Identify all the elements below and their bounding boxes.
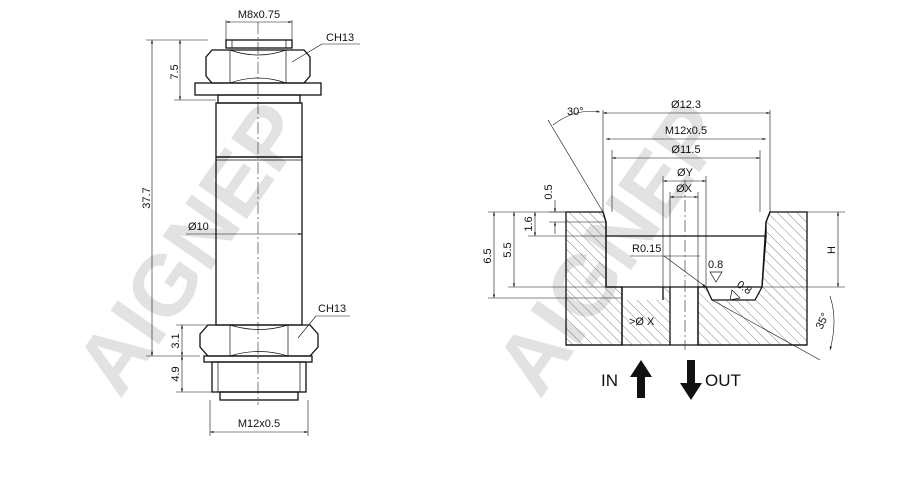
flow-out-label: OUT bbox=[705, 371, 741, 390]
dim-total-length: 37.7 bbox=[141, 187, 153, 208]
dim-thread-height: 4.9 bbox=[170, 366, 182, 381]
dim-hex-height: 3.1 bbox=[170, 333, 182, 348]
arrow-up-icon bbox=[630, 360, 652, 398]
label-hex-top: CH13 bbox=[326, 32, 354, 44]
bottom-thread bbox=[211, 361, 307, 393]
arrow-down-icon bbox=[680, 360, 702, 400]
dim-6-5: 6.5 bbox=[482, 248, 494, 263]
dim-y: ØY bbox=[677, 167, 694, 179]
min-x-label: >Ø X bbox=[629, 316, 655, 328]
dim-5-5: 5.5 bbox=[502, 242, 514, 257]
dim-shaft-diameter: Ø10 bbox=[188, 221, 209, 233]
roughness-symbol-1 bbox=[709, 271, 723, 283]
flow-in-label: IN bbox=[601, 371, 618, 390]
roughness-symbol-2 bbox=[729, 289, 741, 301]
dim-inner-diameter: Ø11.5 bbox=[671, 144, 700, 156]
dim-x: ØX bbox=[676, 183, 693, 195]
roughness-1: 0.8 bbox=[708, 259, 723, 271]
dim-thread-top: M8x0.75 bbox=[238, 9, 280, 21]
radius-label: R0.15 bbox=[632, 243, 661, 255]
angle-bottom: 35° bbox=[814, 311, 832, 331]
label-hex-bottom: CH13 bbox=[318, 303, 346, 315]
dim-0-5: 0.5 bbox=[543, 184, 555, 199]
dim-thread: M12x0.5 bbox=[665, 125, 707, 137]
body-right-section bbox=[697, 211, 808, 346]
right-view: 30° Ø12.3 M12x0.5 Ø11.5 ØY ØX 0.5 1 bbox=[482, 99, 845, 400]
dim-thread-bottom: M12x0.5 bbox=[238, 418, 280, 430]
dim-outer-diameter: Ø12.3 bbox=[671, 99, 701, 111]
angle-top: 30° bbox=[567, 106, 584, 118]
dim-h: H bbox=[826, 246, 838, 254]
dim-1-6: 1.6 bbox=[523, 216, 535, 231]
roughness-2: 0.8 bbox=[734, 279, 753, 298]
left-view: M8x0.75 CH13 7.5 37.7 Ø10 CH13 3.1 4.9 bbox=[141, 9, 360, 436]
top-thread bbox=[225, 39, 293, 49]
dim-top-height: 7.5 bbox=[169, 64, 181, 79]
